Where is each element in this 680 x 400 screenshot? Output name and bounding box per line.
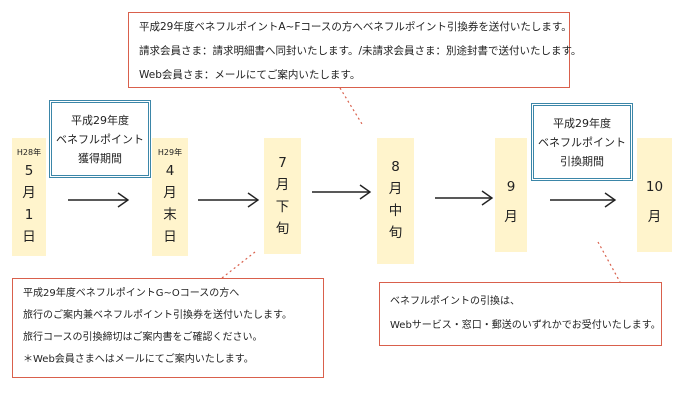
timeline-may-1: H28年 5 月 1 日 <box>12 138 46 256</box>
bottom-right-note-line: Webサービス・窓口・郵送のいずれかでお受付いたします。 <box>390 320 661 331</box>
timeline-september: 9 月 <box>495 138 527 252</box>
date-char: 末 <box>163 207 177 223</box>
date-char: 下 <box>275 199 290 215</box>
date-char: 5 <box>24 163 34 179</box>
date-char: 10 <box>645 179 664 195</box>
timeline-july-late: 7 月 下 旬 <box>264 138 301 254</box>
exchange-period-line: 引換期間 <box>560 154 604 168</box>
date-char: 月 <box>504 209 518 225</box>
date-char: 月 <box>163 185 177 201</box>
date-char: 旬 <box>388 225 403 241</box>
arrow-1 <box>68 192 130 208</box>
arrow-4 <box>435 190 494 206</box>
date-char: 日 <box>22 229 36 245</box>
date-char: 1 <box>24 207 34 223</box>
bottom-right-note: ベネフルポイントの引換は、 Webサービス・窓口・郵送のいずれかでお受付いたしま… <box>379 282 662 346</box>
date-char: 4 <box>165 163 175 179</box>
year-label: H29年 <box>157 148 183 157</box>
bottom-left-note: 平成29年度ベネフルポイントG~Oコースの方へ 旅行のご案内兼ベネフルポイント引… <box>12 278 324 378</box>
top-note-connector <box>339 87 363 125</box>
acquisition-period-line: 獲得期間 <box>78 151 122 165</box>
arrow-2 <box>198 192 260 208</box>
date-char: 9 <box>506 179 516 195</box>
timeline-october: 10 月 <box>637 138 672 252</box>
acquisition-period-line: ベネフルポイント <box>56 132 144 146</box>
bottom-right-note-line: ベネフルポイントの引換は、 <box>390 296 520 307</box>
top-note-line: 平成29年度ベネフルポイントA~Fコースの方へベネフルポイント引換券を送付いたし… <box>139 21 572 33</box>
bottom-right-note-connector <box>597 241 621 283</box>
top-note: 平成29年度ベネフルポイントA~Fコースの方へベネフルポイント引換券を送付いたし… <box>128 12 582 88</box>
bottom-left-note-line: ＊Web会員さまへはメールにてご案内いたします。 <box>23 354 254 365</box>
acquisition-period-line: 平成29年度 <box>71 113 129 127</box>
date-char: 月 <box>275 177 290 193</box>
date-char: 旬 <box>275 221 290 237</box>
date-char: 中 <box>388 203 403 219</box>
date-char: 7 <box>278 155 287 171</box>
year-label: H28年 <box>16 148 42 157</box>
arrow-5 <box>550 192 617 208</box>
timeline-april-end: H29年 4 月 末 日 <box>152 138 188 256</box>
exchange-period-line: 平成29年度 <box>553 116 611 130</box>
date-char: 月 <box>388 181 403 197</box>
timeline-august-mid: 8 月 中 旬 <box>377 138 414 264</box>
acquisition-period-box: 平成29年度 ベネフルポイント 獲得期間 <box>49 100 151 178</box>
date-char: 8 <box>391 159 400 175</box>
bottom-left-note-line: 旅行のご案内兼ベネフルポイント引換券を送付いたします。 <box>23 310 292 321</box>
bottom-left-note-connector <box>221 251 256 279</box>
date-char: 日 <box>163 229 177 245</box>
top-note-line: 請求会員さま：請求明細書へ同封いたします。/未請求会員さま：別途封書で送付いたし… <box>139 45 582 57</box>
exchange-period-box: 平成29年度 ベネフルポイント 引換期間 <box>531 103 633 181</box>
arrow-3 <box>312 184 372 200</box>
date-char: 月 <box>647 209 662 225</box>
exchange-period-line: ベネフルポイント <box>538 135 626 149</box>
top-note-line: Web会員さま：メールにてご案内いたします。 <box>139 69 361 81</box>
bottom-left-note-line: 平成29年度ベネフルポイントG~Oコースの方へ <box>23 288 240 299</box>
bottom-left-note-line: 旅行コースの引換締切はご案内書をご確認ください。 <box>23 332 263 343</box>
date-char: 月 <box>22 185 36 201</box>
